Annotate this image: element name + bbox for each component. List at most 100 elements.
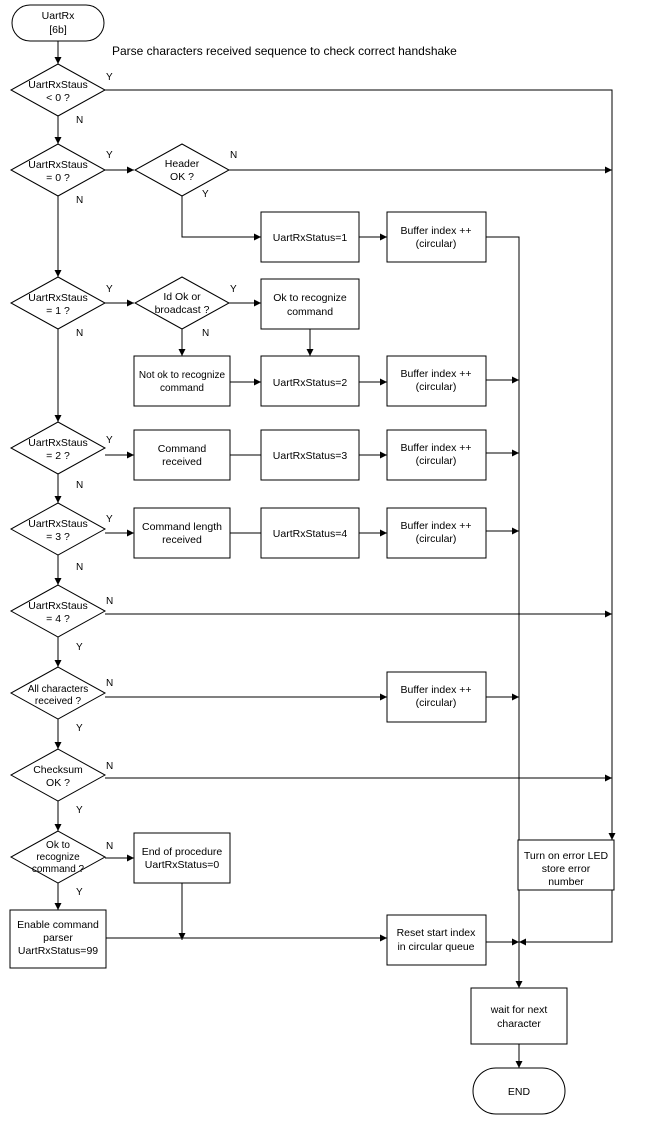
connector-lines xyxy=(54,41,616,1068)
process-label: UartRxStatus=1 xyxy=(273,232,348,244)
yes-label: Y xyxy=(106,284,113,295)
process-label: UartRxStatus=2 xyxy=(273,377,348,389)
process-label: wait for next xyxy=(490,1004,548,1016)
decision-status-eq1: UartRxStaus = 1 ? xyxy=(9,276,107,330)
process-set-status2: UartRxStatus=2 xyxy=(260,355,360,407)
decision-header-ok: Header OK ? xyxy=(133,143,231,197)
process-command-length: Command length received xyxy=(133,507,231,559)
process-label: (circular) xyxy=(416,533,457,545)
process-end-of-procedure: End of procedure UartRxStatus=0 xyxy=(133,832,231,884)
no-label: N xyxy=(202,328,209,339)
process-buffer-index-5: Buffer index ++ (circular) xyxy=(386,671,487,723)
decision-all-chars: All characters received ? xyxy=(9,666,107,720)
decision-label: broadcast ? xyxy=(155,304,210,316)
process-buffer-index-1: Buffer index ++ (circular) xyxy=(386,211,487,263)
decision-label: UartRxStaus xyxy=(28,159,88,171)
process-label: UartRxStatus=4 xyxy=(273,528,348,540)
decision-label: UartRxStaus xyxy=(28,600,88,612)
decision-label: UartRxStaus xyxy=(28,518,88,530)
decision-ok-recognize: Ok to recognize command ? xyxy=(9,830,107,884)
yes-label: Y xyxy=(76,642,83,653)
process-label: store error xyxy=(542,863,591,875)
no-label: N xyxy=(106,596,113,607)
decision-id-ok: Id Ok or broadcast ? xyxy=(133,276,231,330)
process-label: received xyxy=(162,534,202,546)
process-label: Buffer index ++ xyxy=(400,684,471,696)
decision-label: = 3 ? xyxy=(46,531,70,543)
process-label: Not ok to recognize xyxy=(139,370,226,381)
decision-status-eq2: UartRxStaus = 2 ? xyxy=(9,421,107,475)
process-wait-next-character: wait for next character xyxy=(470,987,568,1045)
no-label: N xyxy=(76,328,83,339)
yes-label: Y xyxy=(202,189,209,200)
process-error-led: Turn on error LED store error number xyxy=(517,839,615,891)
process-label: End of procedure xyxy=(142,846,223,858)
decision-label: = 0 ? xyxy=(46,172,70,184)
process-label: (circular) xyxy=(416,381,457,393)
process-reset-start-index: Reset start index in circular queue xyxy=(386,914,487,966)
branch-labels: Y N Y N N Y Y N Y N Y N Y N N Y N Y N Y … xyxy=(76,72,237,898)
process-buffer-index-2: Buffer index ++ (circular) xyxy=(386,355,487,407)
process-label: UartRxStatus=0 xyxy=(145,859,220,871)
process-label: Buffer index ++ xyxy=(400,442,471,454)
process-label: Turn on error LED xyxy=(524,850,609,862)
process-buffer-index-3: Buffer index ++ (circular) xyxy=(386,429,487,481)
process-set-status4: UartRxStatus=4 xyxy=(260,507,360,559)
process-label: character xyxy=(497,1018,541,1030)
process-label: (circular) xyxy=(416,455,457,467)
decision-label: Checksum xyxy=(33,764,83,776)
process-label: received xyxy=(162,456,202,468)
process-label: Enable command xyxy=(17,919,99,931)
process-label: UartRxStatus=3 xyxy=(273,450,348,462)
yes-label: Y xyxy=(76,887,83,898)
decision-label: OK ? xyxy=(170,171,194,183)
no-label: N xyxy=(76,195,83,206)
decision-label: Id Ok or xyxy=(163,291,201,303)
yes-label: Y xyxy=(106,72,113,83)
decision-status-eq4: UartRxStaus = 4 ? xyxy=(9,584,107,638)
no-label: N xyxy=(106,678,113,689)
process-label: (circular) xyxy=(416,238,457,250)
end-terminal: END xyxy=(472,1067,566,1115)
decision-label: recognize xyxy=(36,852,80,863)
no-label: N xyxy=(106,761,113,772)
yes-label: Y xyxy=(76,805,83,816)
process-label: Command xyxy=(158,443,207,455)
decision-label: OK ? xyxy=(46,777,70,789)
process-ok-to-recognize: Ok to recognize command xyxy=(260,278,360,330)
process-label: number xyxy=(548,876,584,888)
decision-label: Ok to xyxy=(46,840,70,851)
process-label: Buffer index ++ xyxy=(400,368,471,380)
decision-label: UartRxStaus xyxy=(28,292,88,304)
yes-label: Y xyxy=(76,723,83,734)
decision-label: command ? xyxy=(32,864,85,875)
process-label: in circular queue xyxy=(397,941,474,953)
decision-label: UartRxStaus xyxy=(28,437,88,449)
process-label: command xyxy=(287,306,333,318)
process-label: parser xyxy=(43,932,73,944)
decision-label: = 4 ? xyxy=(46,613,70,625)
process-label: (circular) xyxy=(416,697,457,709)
decision-status-lt0: UartRxStaus < 0 ? xyxy=(9,63,107,117)
yes-label: Y xyxy=(106,435,113,446)
decision-status-eq3: UartRxStaus = 3 ? xyxy=(9,502,107,556)
start-label-1: UartRx xyxy=(42,10,75,22)
process-label: command xyxy=(160,383,204,394)
decision-checksum: Checksum OK ? xyxy=(9,748,107,802)
process-command-received: Command received xyxy=(133,429,231,481)
process-set-status1: UartRxStatus=1 xyxy=(260,211,360,263)
no-label: N xyxy=(106,841,113,852)
end-label: END xyxy=(508,1086,531,1098)
process-label: Ok to recognize xyxy=(273,292,347,304)
process-enable-parser: Enable command parser UartRxStatus=99 xyxy=(9,909,107,969)
process-not-ok-to-recognize: Not ok to recognize command xyxy=(133,355,231,407)
yes-label: Y xyxy=(106,150,113,161)
decision-label: < 0 ? xyxy=(46,92,70,104)
decision-label: = 2 ? xyxy=(46,450,70,462)
start-terminal: UartRx [6b] xyxy=(11,4,105,42)
no-label: N xyxy=(230,150,237,161)
no-label: N xyxy=(76,115,83,126)
decision-status-eq0: UartRxStaus = 0 ? xyxy=(9,143,107,197)
decision-label: received ? xyxy=(35,696,82,707)
